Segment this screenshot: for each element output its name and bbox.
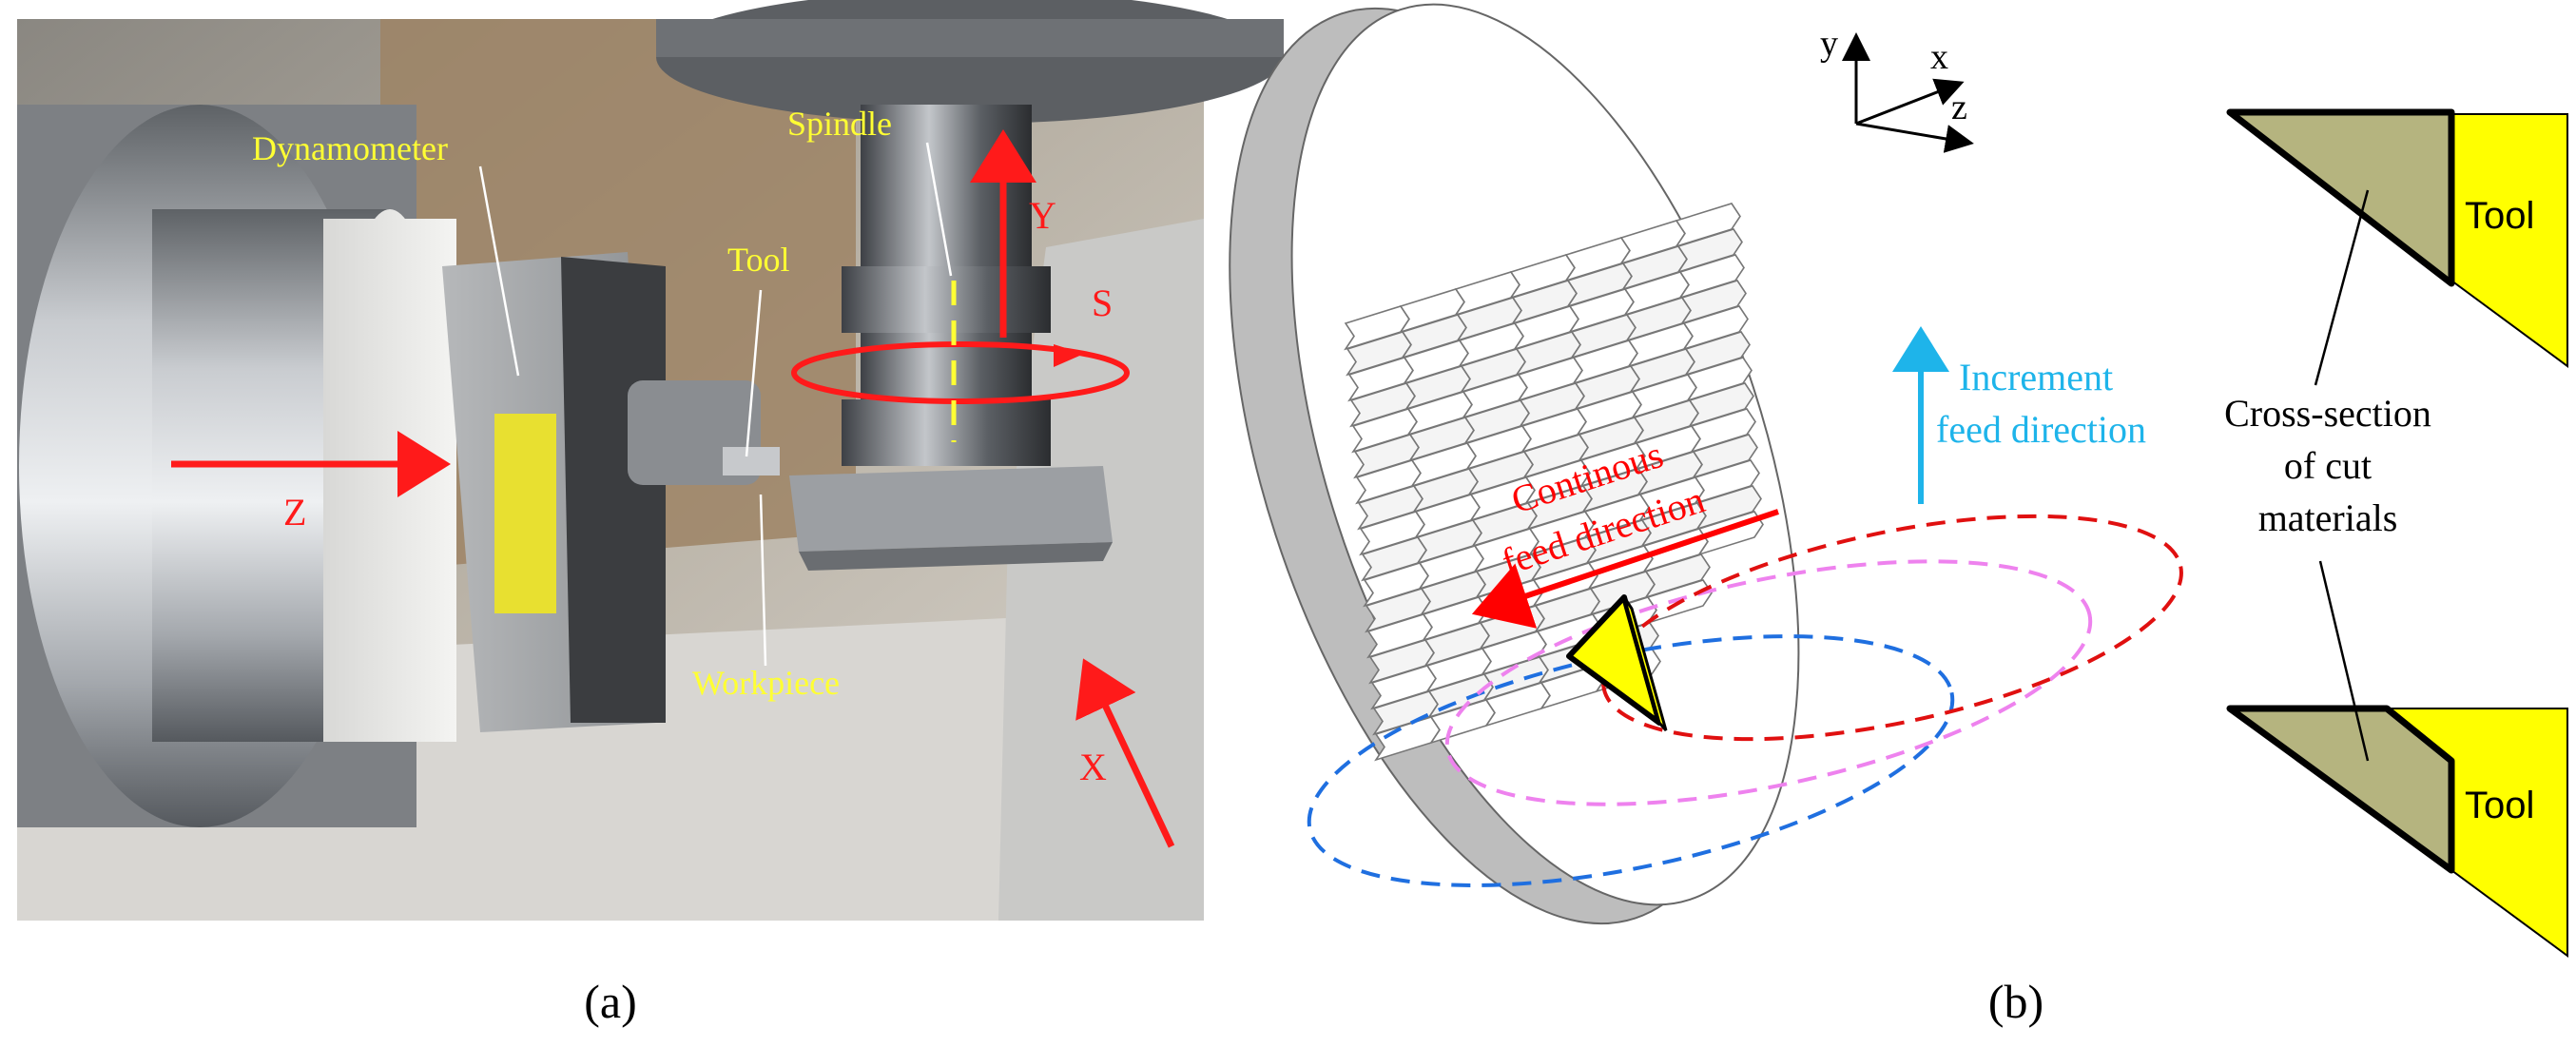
s-axis-label: S xyxy=(1092,281,1113,324)
caption-b: (b) xyxy=(1988,975,2043,1028)
cross-section-label-line1: Cross-section xyxy=(2224,392,2431,435)
increment-label-line1: Increment xyxy=(1959,356,2113,398)
tool-path-red xyxy=(1601,514,2183,742)
tool-path-pink xyxy=(1444,559,2093,806)
cross-section-leaders xyxy=(2314,189,2370,762)
cross-section-label-line3: materials xyxy=(2258,496,2398,539)
caption-a: (a) xyxy=(584,975,637,1028)
cross-section-top xyxy=(2226,108,2568,368)
s-rotation-ellipse xyxy=(791,341,1130,404)
coord-x-label: x xyxy=(1930,37,1948,77)
x-axis-arrow xyxy=(1075,658,1175,848)
coord-y-label: y xyxy=(1820,24,1838,64)
increment-label-line2: feed direction xyxy=(1936,408,2146,451)
spindle-label: Spindle xyxy=(787,105,892,143)
coordinate-axes xyxy=(1842,32,1974,153)
tool-path-ellipses xyxy=(1307,514,2183,887)
y-axis-label: Y xyxy=(1029,194,1056,237)
tool-label: Tool xyxy=(727,241,789,279)
coord-z-label: z xyxy=(1951,87,1967,127)
dynamometer-label: Dynamometer xyxy=(252,129,448,167)
x-axis-label: X xyxy=(1079,746,1107,788)
z-axis-label: Z xyxy=(283,491,306,534)
cross-section-bottom xyxy=(2226,705,2568,958)
photo-axis-arrows xyxy=(171,129,1175,848)
s-rotation-arrowhead xyxy=(1054,344,1084,367)
cutting-tool xyxy=(1566,594,1668,731)
tool-label-top: Tool xyxy=(2465,195,2534,237)
cross-section-label-line2: of cut xyxy=(2284,444,2372,487)
tool-label-bottom: Tool xyxy=(2465,785,2534,826)
tool-path-blue xyxy=(1307,634,1955,887)
workpiece-label: Workpiece xyxy=(692,664,840,702)
photo-leader-lines xyxy=(478,142,953,667)
continuous-feed-arrow xyxy=(1471,509,1779,629)
